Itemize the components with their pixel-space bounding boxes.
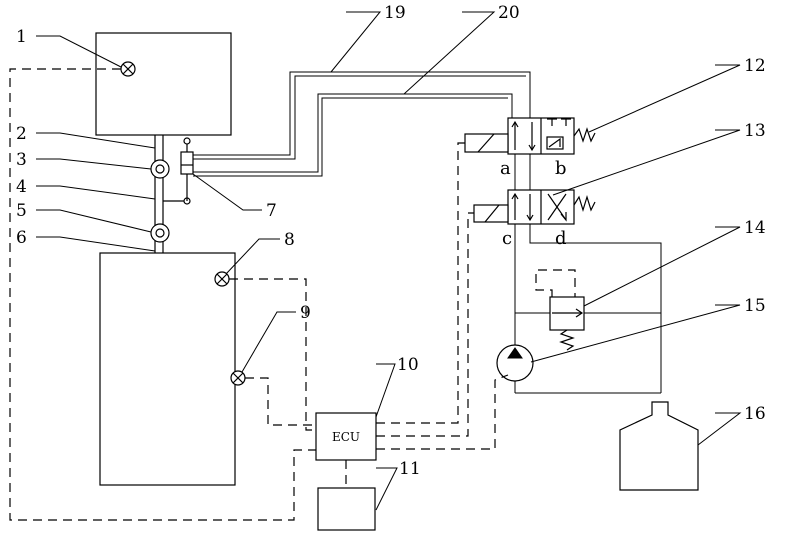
port-d: d [555, 228, 567, 249]
lower-tank [100, 253, 235, 485]
pump-15-icon [497, 345, 533, 381]
upper-ring-valve-icon [151, 160, 169, 178]
label-2: 2 [16, 124, 27, 144]
lower-ring-valve-icon [151, 224, 169, 242]
label-12: 12 [744, 56, 766, 76]
label-16: 16 [744, 404, 766, 424]
port-a: a [500, 158, 511, 179]
sensor-9-icon [231, 371, 245, 385]
label-13: 13 [744, 121, 766, 141]
solenoid-valve-12 [465, 118, 595, 154]
label-10: 10 [397, 355, 419, 375]
sensor-1-icon [121, 62, 135, 76]
relief-valve-14 [536, 270, 584, 350]
label-1: 1 [16, 27, 27, 47]
upper-tank [96, 33, 231, 135]
label-6: 6 [16, 228, 27, 248]
port-c: c [502, 228, 512, 249]
label-14: 14 [744, 218, 766, 238]
label-20: 20 [498, 3, 520, 23]
ecu-label: ECU [332, 430, 360, 444]
label-9: 9 [300, 303, 311, 323]
label-3: 3 [16, 150, 27, 170]
label-4: 4 [16, 177, 27, 197]
reservoir-16 [620, 402, 698, 490]
label-8: 8 [284, 230, 295, 250]
label-7: 7 [266, 201, 277, 221]
label-19: 19 [384, 3, 406, 23]
label-15: 15 [744, 296, 766, 316]
leader-lines [36, 12, 740, 510]
port-b: b [555, 158, 567, 179]
sensor-8-icon [215, 272, 229, 286]
line-20 [193, 94, 512, 176]
box-11 [318, 488, 375, 530]
label-11: 11 [399, 459, 421, 479]
solenoid-valve-13 [474, 190, 595, 224]
label-5: 5 [16, 201, 27, 221]
